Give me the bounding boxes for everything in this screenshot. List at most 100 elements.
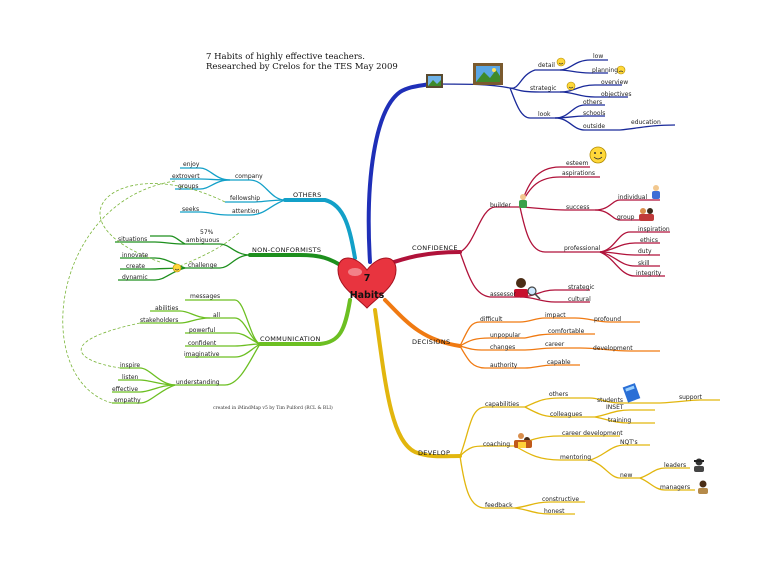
node-managers[interactable]: managers: [660, 484, 691, 491]
node-groups[interactable]: groups: [178, 183, 199, 190]
branch-label-nonconformists[interactable]: NON-CONFORMISTS: [252, 246, 322, 254]
branch-label-confidence[interactable]: CONFIDENCE: [412, 244, 458, 252]
branch-label-develop[interactable]: DEVELOP: [418, 449, 451, 457]
node-strategic[interactable]: strategic: [530, 85, 557, 92]
node-inspiration[interactable]: inspiration: [638, 226, 670, 233]
node-fellowship[interactable]: fellowship: [230, 195, 261, 202]
relationship-arrow: [99, 183, 226, 263]
node-integrity[interactable]: integrity: [636, 270, 662, 277]
node-leaders[interactable]: leaders: [664, 462, 687, 469]
branch-develop: [373, 308, 462, 459]
node-difficult[interactable]: difficult: [480, 316, 503, 323]
node-57pct[interactable]: 57%: [200, 229, 214, 236]
smiley-icon: [566, 81, 576, 91]
branch-label-communication[interactable]: COMMUNICATION: [260, 335, 321, 343]
smiley-icon: [556, 57, 566, 67]
smiley-icon: [589, 146, 607, 164]
node-all[interactable]: all: [213, 312, 221, 319]
node-individual[interactable]: individual: [618, 194, 648, 201]
node-career-development[interactable]: career development: [562, 430, 623, 437]
node-imaginative[interactable]: imaginative: [184, 351, 220, 358]
node-company[interactable]: company: [235, 173, 263, 180]
node-attention[interactable]: attention: [232, 208, 260, 215]
node-authority[interactable]: authority: [490, 362, 518, 369]
node-colleagues[interactable]: colleagues: [550, 411, 583, 418]
node-support[interactable]: support: [679, 394, 703, 401]
node-new[interactable]: new: [620, 472, 633, 479]
landscape-icon: [426, 74, 443, 88]
node-education[interactable]: education: [631, 119, 661, 126]
node-development[interactable]: development: [593, 345, 633, 352]
node-challenge[interactable]: challenge: [188, 262, 218, 269]
node-listen[interactable]: listen: [122, 374, 139, 381]
node-mentoring[interactable]: mentoring: [560, 454, 592, 461]
node-detail[interactable]: detail: [538, 62, 555, 69]
node-skill[interactable]: skill: [638, 260, 650, 267]
node-situations[interactable]: situations: [118, 236, 148, 243]
node-look[interactable]: look: [538, 111, 551, 118]
node-objectives[interactable]: objectives: [601, 91, 632, 98]
node-enjoy[interactable]: enjoy: [183, 161, 200, 168]
node-outside[interactable]: outside: [583, 123, 606, 130]
node-extrovert[interactable]: extrovert: [172, 173, 200, 180]
node-professional[interactable]: professional: [564, 245, 601, 252]
node-feedback[interactable]: feedback: [485, 502, 513, 509]
node-low[interactable]: low: [593, 53, 604, 60]
node-planning[interactable]: planning: [592, 67, 619, 74]
node-aspirations[interactable]: aspirations: [562, 170, 596, 177]
node-success[interactable]: success: [566, 204, 590, 211]
node-schools[interactable]: schools: [583, 110, 606, 117]
node-assessor[interactable]: assessor: [490, 291, 517, 298]
branch-label-others[interactable]: OTHERS: [293, 191, 322, 199]
landscape-icon: [473, 63, 503, 85]
node-inspire[interactable]: inspire: [120, 362, 141, 369]
node-coaching[interactable]: coaching: [483, 441, 511, 448]
node-messages[interactable]: messages: [190, 293, 221, 300]
node-others-dev[interactable]: others: [549, 391, 569, 398]
node-seeks[interactable]: seeks: [182, 206, 200, 213]
node-dynamic[interactable]: dynamic: [122, 274, 148, 281]
node-nqts[interactable]: NQT's: [620, 439, 638, 446]
node-students[interactable]: students: [597, 397, 624, 404]
node-ambiguous[interactable]: ambiguous: [186, 237, 220, 244]
node-constructive[interactable]: constructive: [542, 496, 580, 503]
node-overview[interactable]: overview: [601, 79, 629, 86]
node-comfortable[interactable]: comfortable: [548, 328, 585, 335]
node-training[interactable]: training: [608, 417, 632, 424]
person-icon: [519, 194, 527, 208]
node-inset[interactable]: INSET: [606, 404, 624, 411]
smiley-icon: [616, 65, 626, 75]
node-capable[interactable]: capable: [547, 359, 571, 366]
branch-confidence: [383, 250, 462, 267]
node-effective[interactable]: effective: [112, 386, 139, 393]
node-honest[interactable]: honest: [544, 508, 565, 515]
node-cultural[interactable]: cultural: [568, 296, 591, 303]
node-impact[interactable]: impact: [545, 312, 566, 319]
node-builder[interactable]: builder: [490, 202, 511, 209]
node-strategic-conf[interactable]: strategic: [568, 284, 595, 291]
node-stakeholders[interactable]: stakeholders: [140, 317, 179, 324]
node-create[interactable]: create: [126, 263, 146, 270]
node-unpopular[interactable]: unpopular: [490, 332, 521, 339]
node-abilities[interactable]: abilities: [155, 305, 179, 312]
person-icon: [694, 458, 704, 472]
node-others-top[interactable]: others: [583, 99, 603, 106]
node-ethics[interactable]: ethics: [640, 237, 658, 244]
node-duty[interactable]: duty: [638, 248, 652, 255]
node-confident[interactable]: confident: [188, 340, 217, 347]
node-career[interactable]: career: [545, 341, 565, 348]
node-profound[interactable]: profound: [594, 316, 622, 323]
branch-communication: [258, 298, 352, 346]
node-innovate[interactable]: innovate: [122, 252, 149, 259]
node-empathy[interactable]: empathy: [114, 397, 141, 404]
credit-note: created in iMindMap v5 by Tim Pulford (R…: [213, 406, 333, 411]
node-group[interactable]: group: [617, 214, 635, 221]
node-capabilities[interactable]: capabilities: [485, 401, 520, 408]
branch-nonconformists: [248, 253, 347, 270]
node-powerful[interactable]: powerful: [189, 327, 216, 334]
node-changes[interactable]: changes: [490, 344, 516, 351]
branch-label-decisions[interactable]: DECISIONS: [412, 338, 451, 346]
node-esteem[interactable]: esteem: [566, 160, 589, 167]
node-understanding[interactable]: understanding: [176, 379, 220, 386]
